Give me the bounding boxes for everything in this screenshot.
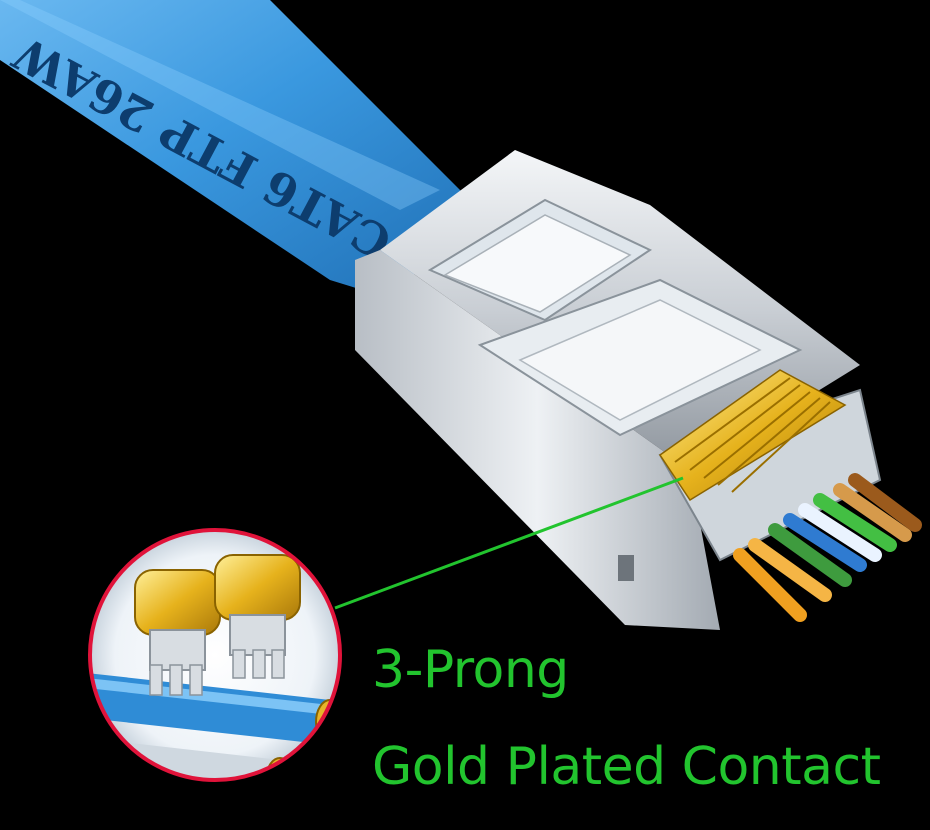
contact-zoom-circle	[88, 528, 342, 782]
pointer-line	[334, 476, 684, 610]
gold-contacts	[658, 369, 847, 502]
colored-wires	[733, 473, 922, 622]
rj45-connector	[355, 150, 882, 630]
blue-cable: CAT6 FTP 26AW	[0, 0, 470, 300]
caption-gold-plated-contact: Gold Plated Contact	[372, 737, 881, 797]
caption-three-prong: 3-Prong	[372, 640, 569, 700]
